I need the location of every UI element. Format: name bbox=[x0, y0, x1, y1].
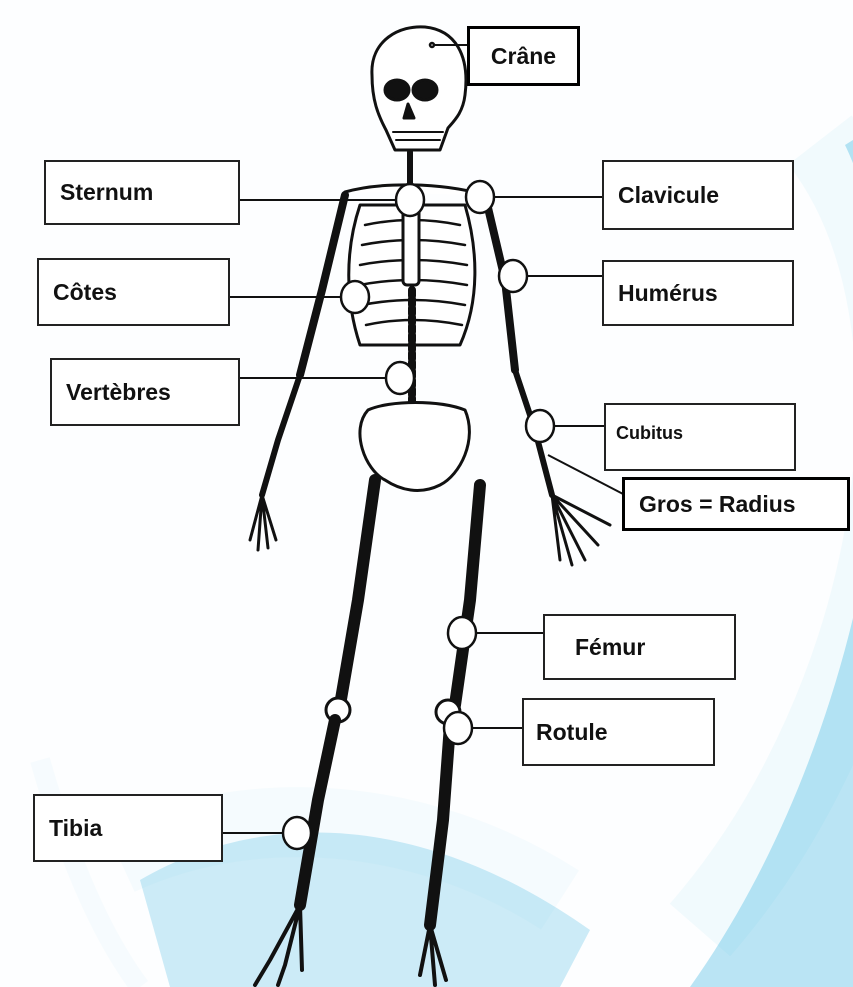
label-femur: Fémur bbox=[543, 614, 736, 680]
right-arm-drawing bbox=[485, 195, 610, 565]
left-arm-drawing bbox=[250, 195, 345, 550]
marker-femur bbox=[448, 617, 476, 649]
marker-humerus bbox=[499, 260, 527, 292]
marker-vertebres bbox=[386, 362, 414, 394]
label-tibia: Tibia bbox=[33, 794, 223, 862]
label-humerus: Humérus bbox=[602, 260, 794, 326]
label-rotule: Rotule bbox=[522, 698, 715, 766]
label-cotes: Côtes bbox=[37, 258, 230, 326]
left-leg-drawing bbox=[255, 480, 375, 985]
marker-clavicule bbox=[466, 181, 494, 213]
marker-crane bbox=[430, 43, 434, 47]
marker-tibia bbox=[283, 817, 311, 849]
label-radius: Gros = Radius bbox=[622, 477, 850, 531]
marker-sternum bbox=[396, 184, 424, 216]
marker-cubitus bbox=[526, 410, 554, 442]
label-vertebres: Vertèbres bbox=[50, 358, 240, 426]
label-sternum: Sternum bbox=[44, 160, 240, 225]
marker-rotule bbox=[444, 712, 472, 744]
label-clavicule: Clavicule bbox=[602, 160, 794, 230]
label-cubitus: Cubitus bbox=[604, 403, 796, 471]
marker-cotes bbox=[341, 281, 369, 313]
label-crane: Crâne bbox=[467, 26, 580, 86]
